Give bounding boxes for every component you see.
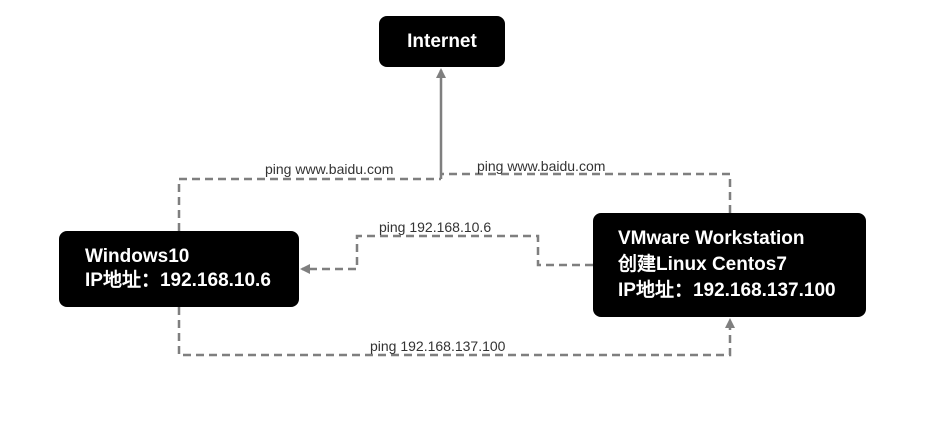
edge-windows-to-vmware [177, 307, 735, 357]
edge-windows-to-internet [177, 177, 441, 231]
windows10-name: Windows10 [85, 246, 190, 267]
edge-label-vmware-to-internet: ping www.baidu.com [477, 158, 606, 174]
vmware-subtitle: 创建Linux Centos7 [618, 254, 787, 275]
edge-label-vmware-to-windows: ping 192.168.10.6 [379, 219, 492, 235]
internet-node: Internet [379, 16, 505, 67]
vmware-ip: IP地址：192.168.137.100 [618, 280, 836, 301]
windows10-node: Windows10 IP地址：192.168.10.6 [59, 231, 299, 307]
edge-label-windows-to-internet: ping www.baidu.com [265, 161, 394, 177]
vmware-name: VMware Workstation [618, 228, 805, 249]
vmware-node: VMware Workstation 创建Linux Centos7 IP地址：… [593, 213, 866, 317]
windows10-ip: IP地址：192.168.10.6 [85, 270, 271, 291]
edge-vmware-to-internet [441, 172, 732, 213]
edge-vmware-to-windows [300, 234, 593, 274]
edge-label-windows-to-vmware: ping 192.168.137.100 [370, 338, 506, 354]
internet-label: Internet [407, 30, 477, 52]
